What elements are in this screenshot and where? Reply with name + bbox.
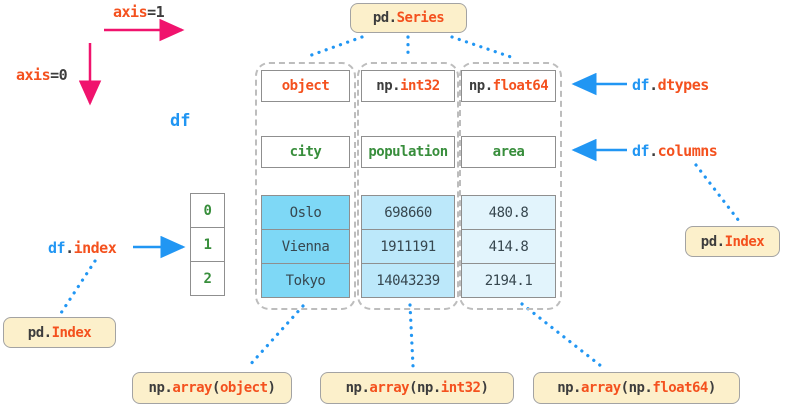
axis0-keyword: axis [16, 66, 51, 84]
df-index-obj: df [48, 239, 66, 257]
index-cell-0: 0 [190, 193, 225, 228]
np-array-float64-p2: array [580, 380, 621, 396]
pd-series-name: Series [396, 10, 445, 26]
columns-to-index-dotted [694, 163, 741, 223]
df-columns-obj: df [632, 142, 650, 160]
column-outline-area [459, 62, 562, 310]
np-array-object-p4: object [219, 380, 268, 396]
cell-city-vienna: Vienna [261, 229, 350, 264]
df-dtypes-attr: dtypes [657, 76, 710, 94]
np-array-int32-p1: np. [345, 380, 370, 396]
index-cell-2: 2 [190, 261, 225, 296]
cell-city-tokyo: Tokyo [261, 263, 350, 298]
df-columns-attr: columns [657, 142, 718, 160]
pd-index-right-name: Index [724, 233, 765, 250]
np-array-object-box: np.array(object) [132, 372, 292, 404]
column-outline-city [255, 62, 356, 310]
dtype-float64-prefix: np. [468, 78, 493, 94]
df-index-dot: . [65, 239, 74, 257]
np-array-int32-p2: array [369, 380, 410, 396]
col2-to-array-dotted [408, 303, 415, 368]
np-array-object-p2: array [172, 380, 212, 396]
dtype-object-name: object [281, 78, 330, 94]
series-to-col1-dotted [304, 35, 364, 59]
column-header-city: city [261, 136, 350, 168]
np-array-int32-p4: int32 [440, 380, 481, 396]
axis0-label: axis=0 [16, 66, 68, 84]
df-index-attr: index [73, 239, 117, 257]
axis1-value: =1 [147, 3, 165, 21]
dtype-float64-name: float64 [492, 78, 549, 94]
dtype-int32-name: int32 [400, 78, 440, 94]
column-header-population: population [361, 136, 455, 168]
pd-index-left-prefix: pd. [27, 324, 52, 341]
df-dtypes-label: df.dtypes [632, 76, 709, 94]
df-columns-label: df.columns [632, 142, 718, 160]
dtype-cell-object: object [261, 70, 350, 102]
df-columns-dot: . [649, 142, 658, 160]
df-index-label: df.index [48, 239, 117, 257]
cell-area-oslo: 480.8 [461, 195, 556, 230]
dtype-int32-prefix: np. [376, 78, 401, 94]
pd-index-left-box: pd.Index [3, 317, 116, 348]
axis0-value: =0 [50, 66, 68, 84]
col1-to-array-dotted [247, 304, 305, 368]
pd-series-box: pd.Series [350, 3, 467, 33]
np-array-int32-p5: ) [480, 380, 489, 396]
dtype-cell-float64: np.float64 [461, 70, 556, 102]
np-array-int32-p3: (np. [409, 380, 441, 396]
np-array-object-p3: ( [212, 380, 220, 396]
cell-population-oslo: 698660 [361, 195, 455, 230]
np-array-object-p1: np. [148, 380, 173, 396]
np-array-float64-p5: ) [707, 380, 716, 396]
pd-index-right-box: pd.Index [685, 226, 780, 257]
axis1-label: axis=1 [113, 3, 165, 21]
column-outline-population [357, 62, 459, 310]
pd-index-right-prefix: pd. [700, 233, 725, 250]
np-array-float64-p1: np. [557, 380, 581, 396]
np-array-object-p5: ) [267, 380, 276, 396]
np-array-float64-p4: float64 [652, 380, 708, 396]
index-cell-1: 1 [190, 227, 225, 262]
cell-population-vienna: 1911191 [361, 229, 455, 264]
series-to-col3-dotted [450, 35, 513, 59]
cell-area-tokyo: 2194.1 [461, 263, 556, 298]
cell-city-oslo: Oslo [261, 195, 350, 230]
pd-series-prefix: pd. [372, 10, 397, 26]
df-dtypes-dot: . [649, 76, 658, 94]
cell-area-vienna: 414.8 [461, 229, 556, 264]
pd-index-left-name: Index [51, 324, 92, 341]
df-label: df [170, 111, 191, 131]
np-array-int32-box: np.array(np.int32) [320, 372, 514, 404]
dtype-cell-int32: np.int32 [361, 70, 455, 102]
cell-population-tokyo: 14043239 [361, 263, 455, 298]
column-header-area: area [461, 136, 556, 168]
axis1-keyword: axis [113, 3, 148, 21]
df-dtypes-obj: df [632, 76, 650, 94]
col3-to-array-dotted [520, 302, 603, 368]
np-array-float64-p3: (np. [620, 380, 653, 396]
np-array-float64-box: np.array(np.float64) [533, 372, 740, 404]
index-to-pdindex-dotted [59, 259, 97, 315]
